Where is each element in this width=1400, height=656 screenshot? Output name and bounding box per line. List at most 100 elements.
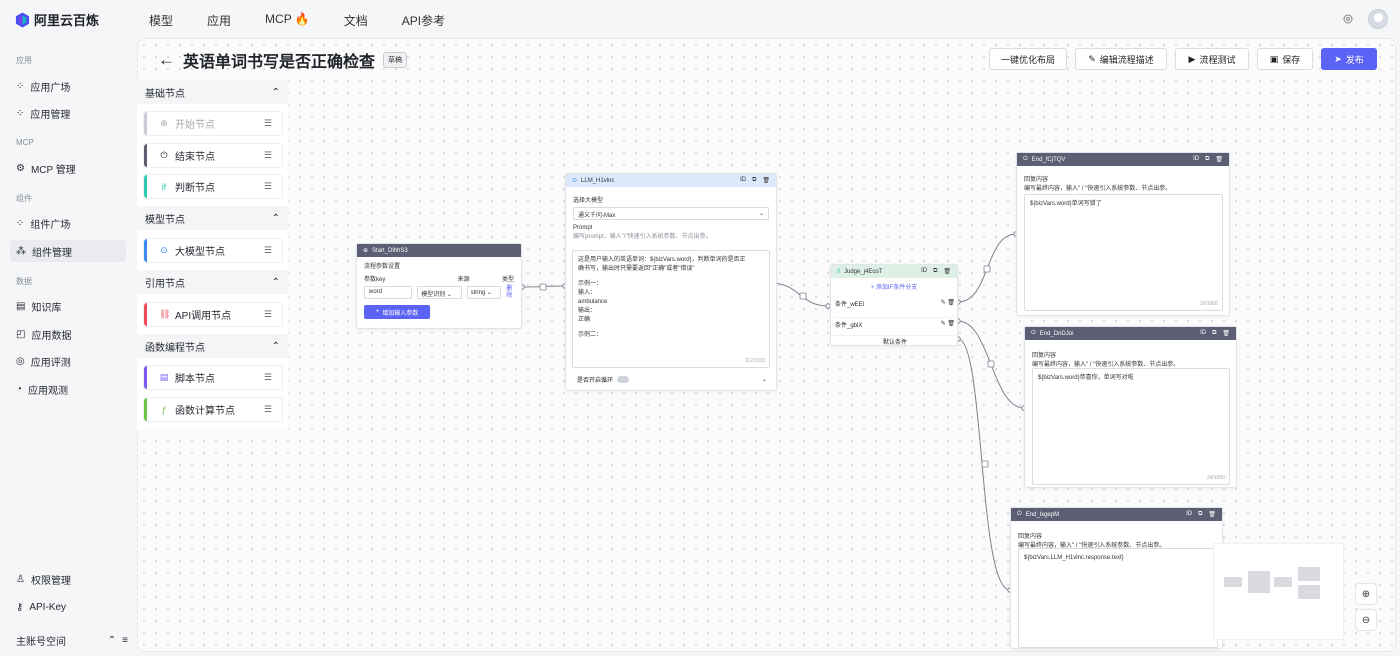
copy-icon[interactable]: ⧉ xyxy=(933,268,938,274)
panel-node-script[interactable]: ▤脚本节点☰ xyxy=(143,365,283,390)
nav-mcp[interactable]: MCP 🔥 xyxy=(265,12,310,26)
sidebar-item-label: API-Key xyxy=(29,601,67,613)
id-label[interactable]: ID xyxy=(1200,330,1207,336)
panel-node-llm[interactable]: ⊙大模型节点☰ xyxy=(143,238,283,263)
sidebar-item-app-observation[interactable]: ◔应用观测 xyxy=(16,378,126,400)
panel-section-function[interactable]: 函数编程节点⌃ xyxy=(137,334,288,358)
sidebar-item-app-evaluation[interactable]: ◎应用评测 xyxy=(16,350,126,372)
start-icon: ⊕ xyxy=(363,248,369,254)
sidebar-item-app-plaza[interactable]: ⁘应用广场 xyxy=(16,75,126,97)
delete-icon[interactable]: 🗑 xyxy=(1215,157,1223,163)
sidebar-item-label: 应用观测 xyxy=(28,385,69,397)
sidebar-item-permissions[interactable]: ♙权限管理 xyxy=(16,568,126,590)
delete-icon[interactable]: 🗑 xyxy=(943,269,951,275)
optimize-layout-button[interactable]: 一键优化布局 xyxy=(989,48,1067,70)
prompt-textarea[interactable]: 这是用户输入的英语单词：${bizVars.word}，判断单词的是否正 确书写… xyxy=(572,250,770,368)
param-source-select[interactable]: 模型识别 ⌄ xyxy=(417,286,462,300)
copy-icon[interactable]: ⧉ xyxy=(1198,511,1203,517)
param-type-select[interactable]: string ⌄ xyxy=(466,286,502,300)
nav-docs[interactable]: 文档 xyxy=(343,14,368,28)
chevron-down-icon[interactable]: ⌄ xyxy=(761,377,767,383)
add-param-button[interactable]: +增加输入参数 xyxy=(364,305,430,320)
drag-handle-icon[interactable]: ☰ xyxy=(263,309,272,319)
sidebar-item-api-key[interactable]: ⚷API-Key xyxy=(16,596,126,618)
drag-handle-icon[interactable]: ☰ xyxy=(263,150,272,160)
page-header: ← 英语单词书写是否正确检查 草稿 xyxy=(158,48,408,72)
sidebar-item-component-plaza[interactable]: ⁘组件广场 xyxy=(16,212,126,234)
id-label[interactable]: ID xyxy=(740,177,747,183)
copy-icon[interactable]: ⧉ xyxy=(752,177,757,183)
edit-icon[interactable]: ✎ 🗑 xyxy=(940,300,955,306)
book-icon: ▤ xyxy=(16,300,26,312)
status-badge: 草稿 xyxy=(383,52,408,68)
sidebar-item-app-data[interactable]: ◰应用数据 xyxy=(16,323,126,345)
settings-icon[interactable] xyxy=(1342,13,1354,25)
panel-section-basic[interactable]: 基础节点⌃ xyxy=(137,80,288,104)
send-icon: ➤ xyxy=(1334,53,1342,64)
nav-model[interactable]: 模型 xyxy=(149,14,174,28)
model-select[interactable]: 通义千问-Max⌄ xyxy=(573,207,769,220)
delete-param-link[interactable]: 删除 xyxy=(506,286,513,299)
loop-toggle[interactable] xyxy=(617,376,630,383)
edit-icon[interactable]: ✎ 🗑 xyxy=(940,321,955,327)
sidebar-item-component-management[interactable]: ⁂组件管理 xyxy=(10,240,126,262)
sidebar-item-app-management[interactable]: ⁘应用管理 xyxy=(16,102,126,124)
drag-handle-icon[interactable]: ☰ xyxy=(263,181,272,191)
reply-label: 回复内容 xyxy=(1018,534,1043,540)
panel-node-api[interactable]: ⛓API调用节点☰ xyxy=(143,302,283,327)
nav-apps[interactable]: 应用 xyxy=(207,14,232,28)
id-label[interactable]: ID xyxy=(921,268,928,274)
zoom-out-button[interactable]: ⊖ xyxy=(1355,609,1377,631)
drag-handle-icon[interactable]: ☰ xyxy=(263,118,272,128)
edit-description-button[interactable]: ✎编辑流程描述 xyxy=(1075,48,1167,70)
nav-api-reference[interactable]: API参考 xyxy=(401,14,446,28)
condition-row-2[interactable]: 条件_gblX✎ 🗑 xyxy=(835,317,955,329)
sidebar-item-mcp-management[interactable]: ⚙MCP 管理 xyxy=(16,157,126,179)
copy-icon[interactable]: ⧉ xyxy=(1212,330,1217,336)
add-if-branch[interactable]: + 添加IF条件分支 xyxy=(870,285,918,291)
panel-section-model[interactable]: 模型节点⌃ xyxy=(137,206,288,230)
drag-handle-icon[interactable]: ☰ xyxy=(263,245,272,255)
copy-icon[interactable]: ⧉ xyxy=(1205,156,1210,162)
panel-node-start[interactable]: ⊕开始节点☰ xyxy=(143,111,283,136)
param-key-input[interactable]: word xyxy=(364,286,413,300)
drag-handle-icon[interactable]: ☰ xyxy=(263,372,272,382)
component-management-icon: ⁂ xyxy=(16,245,26,257)
delete-icon[interactable]: 🗑 xyxy=(1222,331,1230,337)
test-flow-button[interactable]: ▶流程测试 xyxy=(1175,48,1249,70)
save-button[interactable]: ▣保存 xyxy=(1257,48,1313,70)
minimap[interactable] xyxy=(1213,543,1344,640)
delete-wire-icon xyxy=(987,360,995,368)
delete-icon[interactable]: 🗑 xyxy=(1208,512,1216,518)
panel-section-reference[interactable]: 引用节点⌃ xyxy=(137,270,288,294)
bailian-logo-icon xyxy=(15,12,30,27)
publish-button[interactable]: ➤发布 xyxy=(1321,48,1377,70)
logo[interactable]: 阿里云百炼 xyxy=(15,10,99,29)
reply-textarea[interactable]: ${bizVars.LLM_H1vlnc.response.text} xyxy=(1018,548,1218,648)
sidebar-item-knowledge-base[interactable]: ▤知识库 xyxy=(16,295,126,317)
back-arrow-icon[interactable]: ← xyxy=(158,50,175,69)
zoom-in-button[interactable]: ⊕ xyxy=(1355,583,1377,605)
power-icon: ⏻ xyxy=(1023,156,1028,162)
account-space-switcher[interactable]: 主账号空间⌃≡ xyxy=(16,629,128,651)
drag-handle-icon[interactable]: ☰ xyxy=(263,404,272,414)
panel-node-end[interactable]: ⏻结束节点☰ xyxy=(143,143,283,168)
condition-row-1[interactable]: 条件_wEEl✎ 🗑 xyxy=(835,299,955,308)
col-type: 类型 xyxy=(501,277,514,283)
id-label[interactable]: ID xyxy=(1186,511,1193,517)
power-icon: ⏻ xyxy=(1017,511,1022,517)
id-label[interactable]: ID xyxy=(1193,156,1200,162)
delete-icon[interactable]: 🗑 xyxy=(762,178,770,184)
avatar[interactable] xyxy=(1368,9,1388,29)
